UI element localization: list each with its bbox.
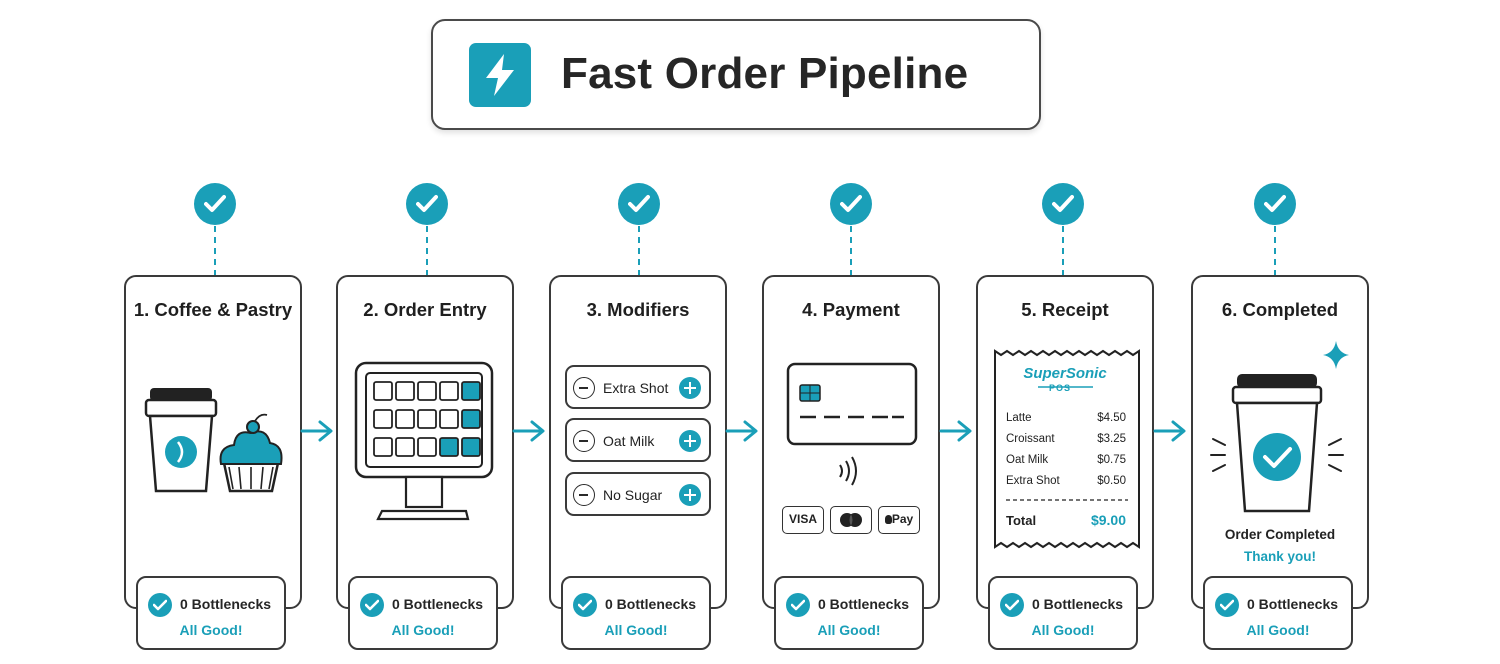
bottleneck-count: 0 Bottlenecks [180, 596, 272, 612]
step-2-check-icon [406, 183, 448, 225]
status-badge: 0 Bottlenecks All Good! [988, 576, 1138, 650]
status-note: All Good! [604, 622, 668, 638]
arrow-right-icon [725, 420, 758, 442]
receipt-item: Oat Milk [1006, 454, 1049, 466]
plus-icon[interactable] [679, 430, 701, 452]
status-note: All Good! [1031, 622, 1095, 638]
bottleneck-count: 0 Bottlenecks [818, 596, 910, 612]
step-title: 2. Order Entry [363, 299, 487, 320]
receipt-paper-icon [994, 349, 1140, 549]
arrow-right-icon [300, 420, 333, 442]
step-card-payment: 4. Payment VISA Pay [762, 275, 940, 609]
connector-line [426, 226, 428, 276]
connector-line [638, 226, 640, 276]
check-icon [360, 593, 384, 617]
arrow-right-icon [1153, 420, 1186, 442]
status-note: All Good! [179, 622, 243, 638]
status-badge: 0 Bottlenecks All Good! [561, 576, 711, 650]
step-card-coffee-pastry: 1. Coffee & Pastry [124, 275, 302, 609]
step-title: 6. Completed [1221, 299, 1339, 320]
modifier-label: Extra Shot [603, 380, 669, 396]
bottleneck-count: 0 Bottlenecks [1032, 596, 1124, 612]
step-title: 3. Modifiers [586, 299, 690, 320]
step-title: 4. Payment [802, 299, 900, 320]
connector-line [1274, 226, 1276, 276]
check-icon [1215, 593, 1239, 617]
receipt-item: Extra Shot [1006, 475, 1060, 487]
modifier-row[interactable]: Oat Milk [565, 418, 711, 462]
step-title: 5. Receipt [1021, 299, 1109, 320]
pos-terminal-icon [354, 361, 494, 521]
page-title: Fast Order Pipeline [561, 49, 969, 98]
step-card-modifiers: 3. Modifiers Extra Shot Oat Milk No Suga… [549, 275, 727, 609]
step-6-check-icon [1254, 183, 1296, 225]
minus-icon[interactable] [573, 377, 595, 399]
arrow-right-icon [939, 420, 972, 442]
modifier-row[interactable]: No Sugar [565, 472, 711, 516]
bottleneck-count: 0 Bottlenecks [1247, 596, 1339, 612]
status-note: All Good! [391, 622, 455, 638]
apple-icon [884, 515, 892, 524]
lightning-bolt-icon [469, 43, 531, 107]
check-icon [573, 593, 597, 617]
status-badge: 0 Bottlenecks All Good! [1203, 576, 1353, 650]
mastercard-badge-icon [830, 506, 872, 534]
status-badge: 0 Bottlenecks All Good! [348, 576, 498, 650]
completed-cup-icon [1210, 341, 1349, 513]
check-icon [148, 593, 172, 617]
title-banner: Fast Order Pipeline [431, 19, 1041, 130]
bottleneck-count: 0 Bottlenecks [605, 596, 697, 612]
completed-message: Order Completed [1224, 527, 1336, 542]
connector-line [850, 226, 852, 276]
step-card-completed: 6. Completed Order Completed Thank you! [1191, 275, 1369, 609]
apple-pay-label: Pay [891, 512, 914, 526]
receipt-brand-sub: POS [1049, 383, 1072, 393]
status-note: All Good! [1246, 622, 1310, 638]
receipt-item: Latte [1006, 412, 1032, 424]
credit-card-contactless-icon [786, 362, 918, 486]
receipt-price: $3.25 [1097, 433, 1126, 445]
status-note: All Good! [817, 622, 881, 638]
modifier-label: Oat Milk [603, 433, 655, 449]
step-5-check-icon [1042, 183, 1084, 225]
step-card-receipt: 5. Receipt SuperSonic POS Latte $4.50 Cr… [976, 275, 1154, 609]
modifier-row[interactable]: Extra Shot [565, 365, 711, 409]
connector-line [214, 226, 216, 276]
check-icon [1000, 593, 1024, 617]
arrow-right-icon [512, 420, 545, 442]
coffee-cup-and-cupcake-icon [144, 388, 283, 493]
connector-line [1062, 226, 1064, 276]
minus-icon[interactable] [573, 430, 595, 452]
modifier-label: No Sugar [603, 487, 663, 503]
status-badge: 0 Bottlenecks All Good! [136, 576, 286, 650]
plus-icon[interactable] [679, 484, 701, 506]
step-3-check-icon [618, 183, 660, 225]
receipt-price: $4.50 [1097, 412, 1126, 424]
apple-pay-badge: Pay [878, 506, 920, 534]
step-title: 1. Coffee & Pastry [133, 299, 293, 320]
step-1-check-icon [194, 183, 236, 225]
step-card-order-entry: 2. Order Entry [336, 275, 514, 609]
minus-icon[interactable] [573, 484, 595, 506]
status-badge: 0 Bottlenecks All Good! [774, 576, 924, 650]
thank-you-message: Thank you! [1243, 549, 1316, 564]
bottleneck-count: 0 Bottlenecks [392, 596, 484, 612]
step-4-check-icon [830, 183, 872, 225]
receipt-total-value: $9.00 [1090, 512, 1126, 528]
check-icon [786, 593, 810, 617]
receipt-price: $0.75 [1097, 454, 1126, 466]
receipt-item: Croissant [1006, 433, 1055, 445]
receipt-total-label: Total [1006, 513, 1037, 528]
plus-icon[interactable] [679, 377, 701, 399]
receipt-brand: SuperSonic [1023, 365, 1107, 382]
visa-badge: VISA [782, 506, 824, 534]
receipt-price: $0.50 [1097, 475, 1126, 487]
